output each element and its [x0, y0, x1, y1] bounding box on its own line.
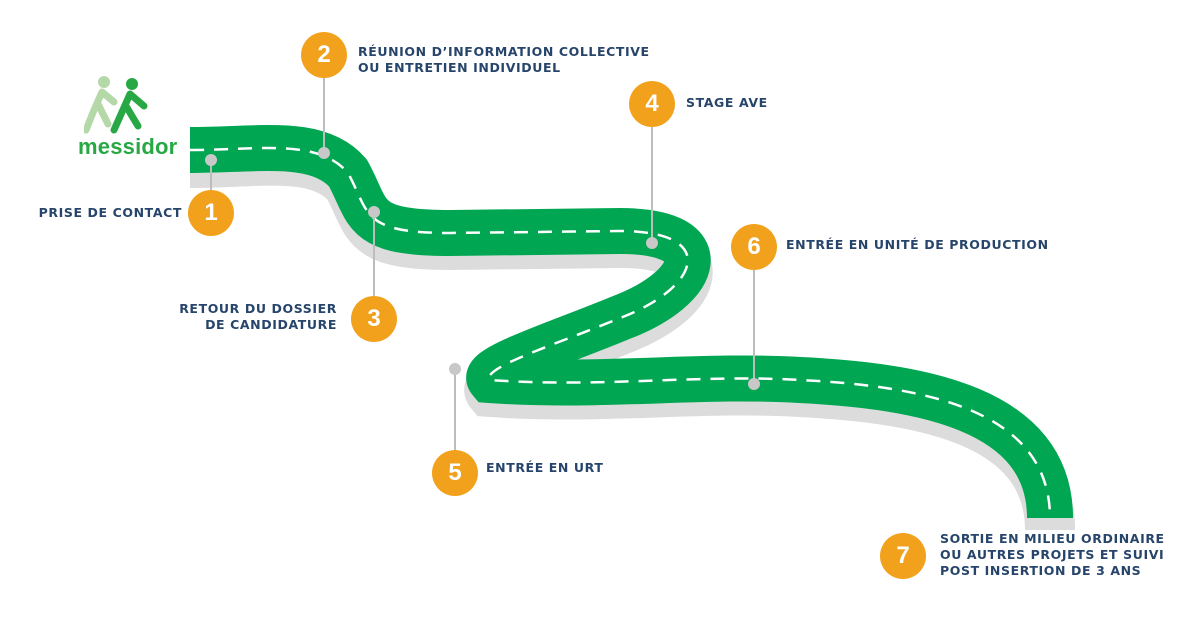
step-2-line-1: RÉUNION D’INFORMATION COLLECTIVE: [358, 44, 650, 59]
step-4-line-1: STAGE AVE: [686, 95, 768, 110]
step-4-label: STAGE AVE: [686, 95, 768, 111]
step-connectors: [205, 78, 760, 452]
step-3-line-2: DE CANDIDATURE: [205, 317, 337, 332]
step-7-badge: 7: [880, 533, 926, 579]
step-1-line-1: PRISE DE CONTACT: [38, 205, 182, 220]
step-6-line-1: ENTRÉE EN UNITÉ DE PRODUCTION: [786, 237, 1049, 252]
step-1-badge: 1: [188, 190, 234, 236]
walking-people-icon: [84, 76, 148, 134]
step-1-label: PRISE DE CONTACT: [39, 205, 182, 221]
step-6-label: ENTRÉE EN UNITÉ DE PRODUCTION: [786, 237, 1049, 253]
step-3-badge: 3: [351, 296, 397, 342]
road-center-dashes: [189, 146, 1052, 519]
step-2-badge: 2: [301, 32, 347, 78]
step-7-label: SORTIE EN MILIEU ORDINAIRE OU AUTRES PRO…: [940, 531, 1165, 579]
road-surface: [189, 125, 1073, 520]
step-5-label: ENTRÉE EN URT: [486, 460, 603, 476]
messidor-logo: messidor: [78, 74, 188, 159]
step-5-line-1: ENTRÉE EN URT: [486, 460, 604, 475]
step-5-badge: 5: [432, 450, 478, 496]
step-7-line-1: SORTIE EN MILIEU ORDINAIRE: [940, 531, 1165, 546]
step-2-line-2: OU ENTRETIEN INDIVIDUEL: [358, 60, 561, 75]
step-4-badge: 4: [629, 81, 675, 127]
step-3-line-1: RETOUR DU DOSSIER: [179, 301, 337, 316]
step-3-label: RETOUR DU DOSSIER DE CANDIDATURE: [179, 301, 337, 333]
step-2-label: RÉUNION D’INFORMATION COLLECTIVE OU ENTR…: [358, 44, 650, 76]
step-7-line-3: POST INSERTION DE 3 ANS: [940, 563, 1142, 578]
brand-name: messidor: [78, 134, 178, 159]
step-7-line-2: OU AUTRES PROJETS ET SUIVI: [940, 547, 1165, 562]
step-6-badge: 6: [731, 224, 777, 270]
